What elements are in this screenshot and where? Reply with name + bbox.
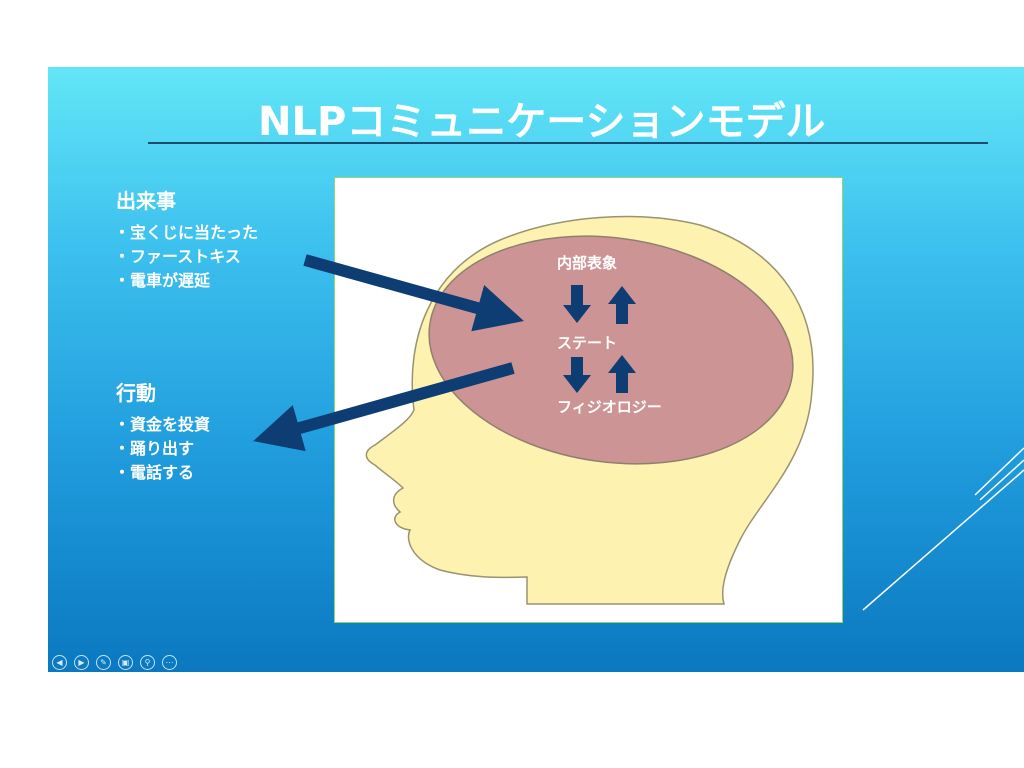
state-label: ステート: [557, 334, 618, 352]
next-slide-button[interactable]: ▶: [74, 655, 89, 670]
physiology-label: フィジオロジー: [557, 398, 662, 416]
pen-tool-button[interactable]: ✎: [96, 655, 111, 670]
list-item: ・電話する: [114, 463, 195, 482]
more-options-button[interactable]: ⋯: [162, 655, 177, 670]
title-divider: [148, 142, 988, 144]
previous-slide-button[interactable]: ◀: [52, 655, 67, 670]
list-item: ・電車が遅延: [114, 271, 211, 290]
list-item: ・資金を投資: [114, 415, 211, 434]
actions-heading: 行動: [116, 381, 156, 405]
slide: NLPコミュニケーションモデル 出来事 ・宝くじに当たった ・ファーストキス ・…: [48, 67, 1024, 672]
events-heading: 出来事: [116, 189, 176, 213]
list-item: ・ファーストキス: [114, 247, 241, 266]
list-item: ・踊り出す: [114, 439, 195, 458]
slide-title: NLPコミュニケーションモデル: [258, 99, 826, 145]
zoom-button[interactable]: ⚲: [140, 655, 155, 670]
see-all-slides-button[interactable]: ▣: [118, 655, 133, 670]
list-item: ・宝くじに当たった: [114, 223, 259, 242]
internal-representation-label: 内部表象: [557, 254, 618, 272]
